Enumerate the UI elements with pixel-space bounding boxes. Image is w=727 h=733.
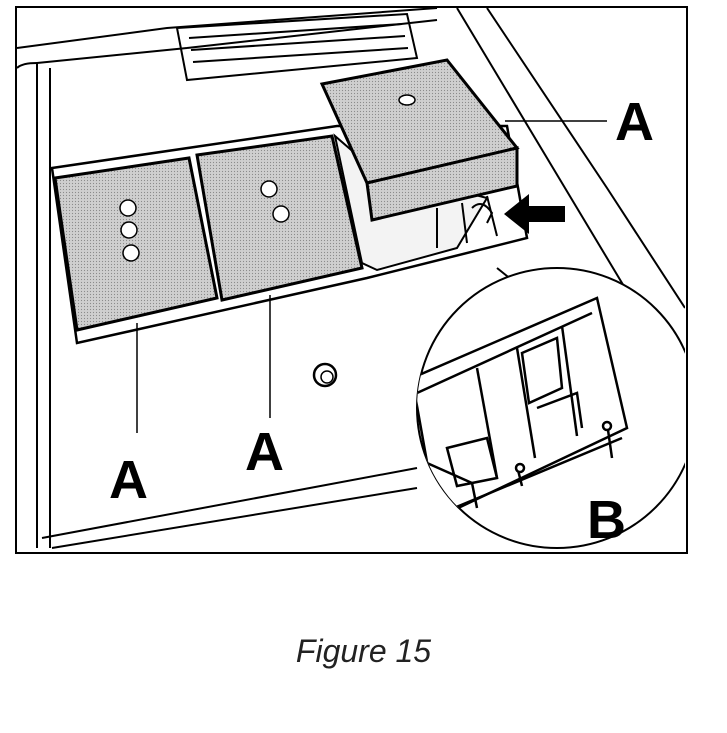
detail-inset (416, 267, 685, 549)
label-b: B (587, 490, 626, 550)
relay-tray (50, 124, 529, 345)
relay-panel-illustration: A A A B (17, 8, 685, 550)
label-a-bottom-left: A (109, 450, 148, 510)
relay-raised (319, 58, 520, 272)
mounting-screw (312, 362, 338, 388)
label-a-bottom-center: A (245, 422, 284, 482)
panel-housing (17, 8, 685, 549)
pointer-arrow (504, 194, 565, 234)
relay-left (53, 156, 219, 332)
illustration-frame: A A A B (15, 6, 688, 554)
figure-caption: Figure 15 (295, 633, 432, 669)
vent-grille (175, 12, 419, 82)
relay-middle (195, 134, 364, 302)
label-a-top-right: A (615, 92, 654, 152)
